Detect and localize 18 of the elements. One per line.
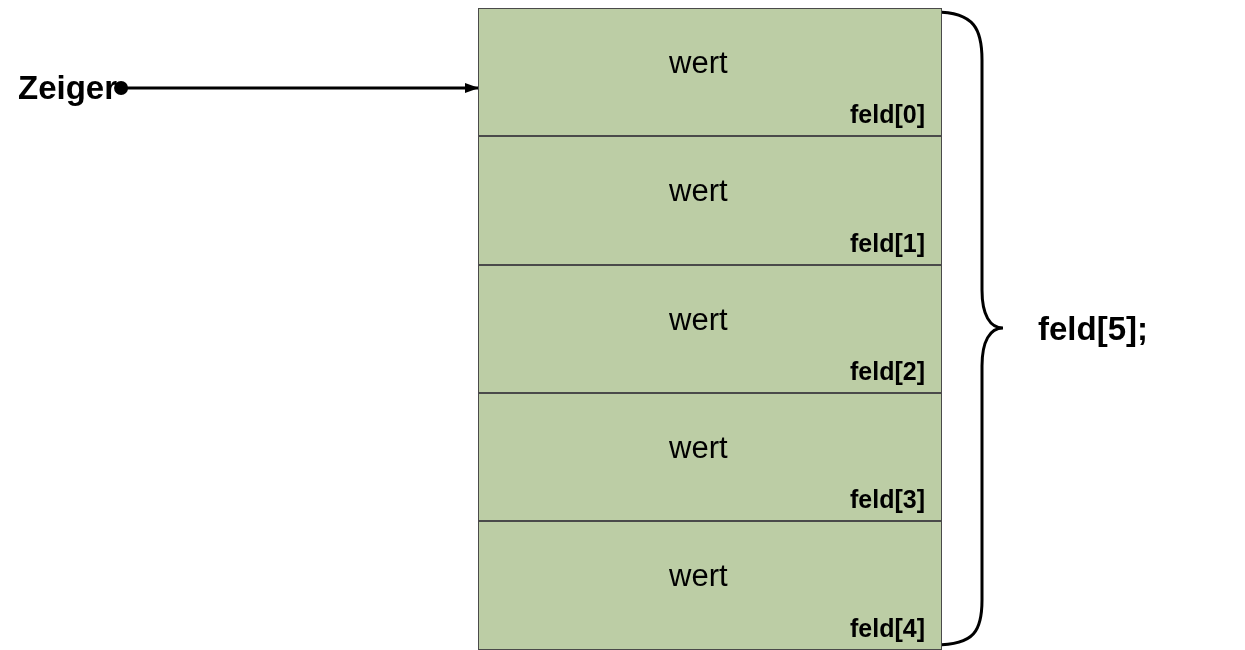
- array-cell: [478, 8, 942, 136]
- array-index-label: feld[2]: [850, 357, 925, 386]
- pointer-label: Zeiger: [18, 69, 118, 107]
- array-cell: [478, 265, 942, 393]
- array-declaration-label: feld[5];: [1038, 310, 1148, 348]
- cell-value: wert: [669, 430, 728, 466]
- array-index-label: feld[1]: [850, 229, 925, 258]
- cell-value: wert: [669, 302, 728, 338]
- cell-value: wert: [669, 558, 728, 594]
- cell-value: wert: [669, 45, 728, 81]
- array-index-label: feld[0]: [850, 100, 925, 129]
- pointer-arrow: [114, 81, 479, 95]
- array-cell: [478, 521, 942, 650]
- array-cell: [478, 136, 942, 265]
- array-cell: [478, 393, 942, 521]
- array-index-label: feld[4]: [850, 614, 925, 643]
- array-index-label: feld[3]: [850, 485, 925, 514]
- cell-value: wert: [669, 173, 728, 209]
